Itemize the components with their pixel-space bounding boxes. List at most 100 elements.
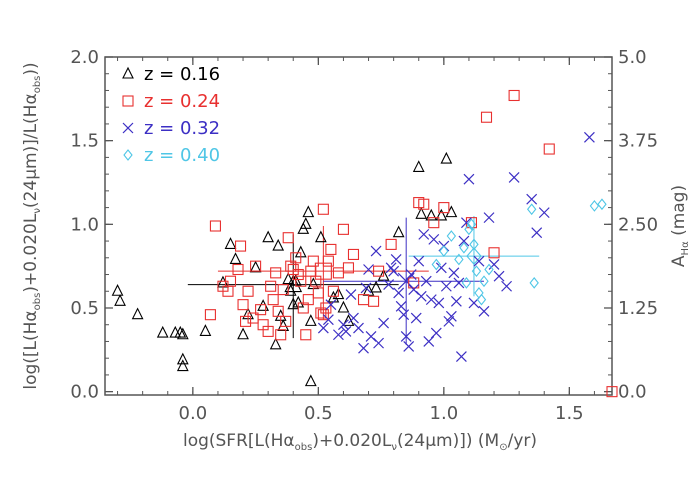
y-title-alpha-2: α [21,93,41,104]
point-series3-11 [476,293,487,306]
point-series0-4 [169,325,182,338]
point-series2-15 [378,317,390,329]
legend-label-2: z = 0.32 [144,118,220,139]
point-series0-21 [277,319,290,331]
point-series1-46 [357,294,370,306]
point-series0-12 [229,252,242,265]
x-tick-label-1: 0.5 [304,403,333,424]
point-series0-46 [435,208,448,221]
point-series0-32 [304,374,317,387]
right-axis-title: AHα (mag) [669,185,691,267]
point-series1-30 [302,294,314,306]
point-series2-57 [526,193,538,205]
point-series2-34 [428,233,440,245]
point-series2-53 [488,259,500,270]
point-series2-51 [478,305,490,317]
x-title-part-2: )+0.020L [312,431,392,451]
point-series1-60 [606,386,618,398]
point-series2-58 [531,227,543,239]
point-series0-5 [174,325,187,338]
point-series2-29 [415,290,427,302]
point-series2-50 [473,255,485,267]
point-series1-47 [368,295,380,307]
point-series1-43 [337,223,349,235]
x-title-obs: obs [295,442,313,453]
point-series3-8 [469,238,479,251]
point-series2-23 [400,331,412,342]
point-series2-14 [373,337,385,349]
point-series1-22 [282,232,294,244]
point-series0-16 [257,299,270,311]
right-title-sub: Hα [680,241,691,256]
point-series0-22 [282,272,295,285]
point-series0-18 [269,337,282,350]
x-title-part-1: log(SFR[L(H [183,431,283,451]
point-series1-45 [347,248,360,260]
point-series2-27 [410,312,422,324]
y-title-nu: ν [32,208,43,214]
point-series2-56 [508,172,520,183]
point-series1-40 [327,285,339,297]
x-tick-label-0: 0.0 [179,403,208,424]
point-series2-30 [418,228,430,240]
point-series0-30 [302,205,315,218]
point-series2-1 [322,314,334,326]
point-series1-17 [270,267,282,279]
point-series2-5 [340,325,352,337]
point-series2-42 [448,267,460,279]
point-series1-25 [290,252,302,264]
point-series0-29 [299,217,312,229]
point-series2-10 [360,282,372,294]
point-series2-35 [430,327,442,339]
point-series0-10 [217,275,229,288]
point-series2-60 [583,131,595,143]
point-series2-48 [463,173,475,185]
point-series1-12 [255,304,267,316]
y-title-part-2: )+0.020L [21,213,41,293]
point-series1-50 [408,277,420,289]
point-series2-31 [420,275,432,287]
point-series2-43 [450,295,462,307]
point-series2-22 [398,309,410,321]
point-series1-9 [242,285,254,297]
point-series2-20 [393,287,405,299]
point-series0-45 [425,208,438,221]
point-series1-0 [204,309,216,321]
legend-label-3: z = 0.40 [144,145,220,166]
point-series2-19 [390,254,402,265]
point-series1-41 [317,203,329,215]
point-series1-39 [325,243,337,255]
point-series2-0 [317,322,329,334]
y-axis-title: log([L(Hαobs)+0.020Lν(24μm)]/L(Hαobs)) [21,62,43,389]
point-series1-52 [418,198,430,210]
point-series2-54 [493,270,505,282]
point-series2-7 [348,312,359,324]
y-tick-label-0: 0.0 [70,382,99,403]
right-tick-label-1: 1.25 [618,298,658,319]
point-series2-44 [453,277,465,289]
x-tick-label-2: 1.0 [430,403,459,424]
x-title-part-5: /yr) [508,431,537,451]
legend-label-1: z = 0.24 [144,91,220,112]
point-series3-5 [461,277,472,289]
point-series0-43 [412,160,425,172]
point-series0-31 [304,314,317,326]
point-series3-15 [529,277,539,289]
point-series1-21 [280,315,292,327]
y-title-part-4: m)]/L(H [21,105,41,169]
point-series1-26 [292,268,304,281]
point-series0-15 [249,260,262,273]
point-series3-9 [471,265,482,278]
point-series3-12 [479,275,489,288]
point-series1-11 [250,260,262,272]
point-series1-38 [322,255,334,267]
legend-symbol-0 [122,66,134,79]
point-series2-21 [395,300,407,312]
point-series1-54 [438,202,450,214]
point-series2-28 [413,255,425,267]
point-series1-33 [310,275,322,287]
errorbar-mean-marker-3 [466,247,482,265]
point-series1-1 [209,220,221,232]
y-tick-label-1: 0.5 [70,298,99,319]
